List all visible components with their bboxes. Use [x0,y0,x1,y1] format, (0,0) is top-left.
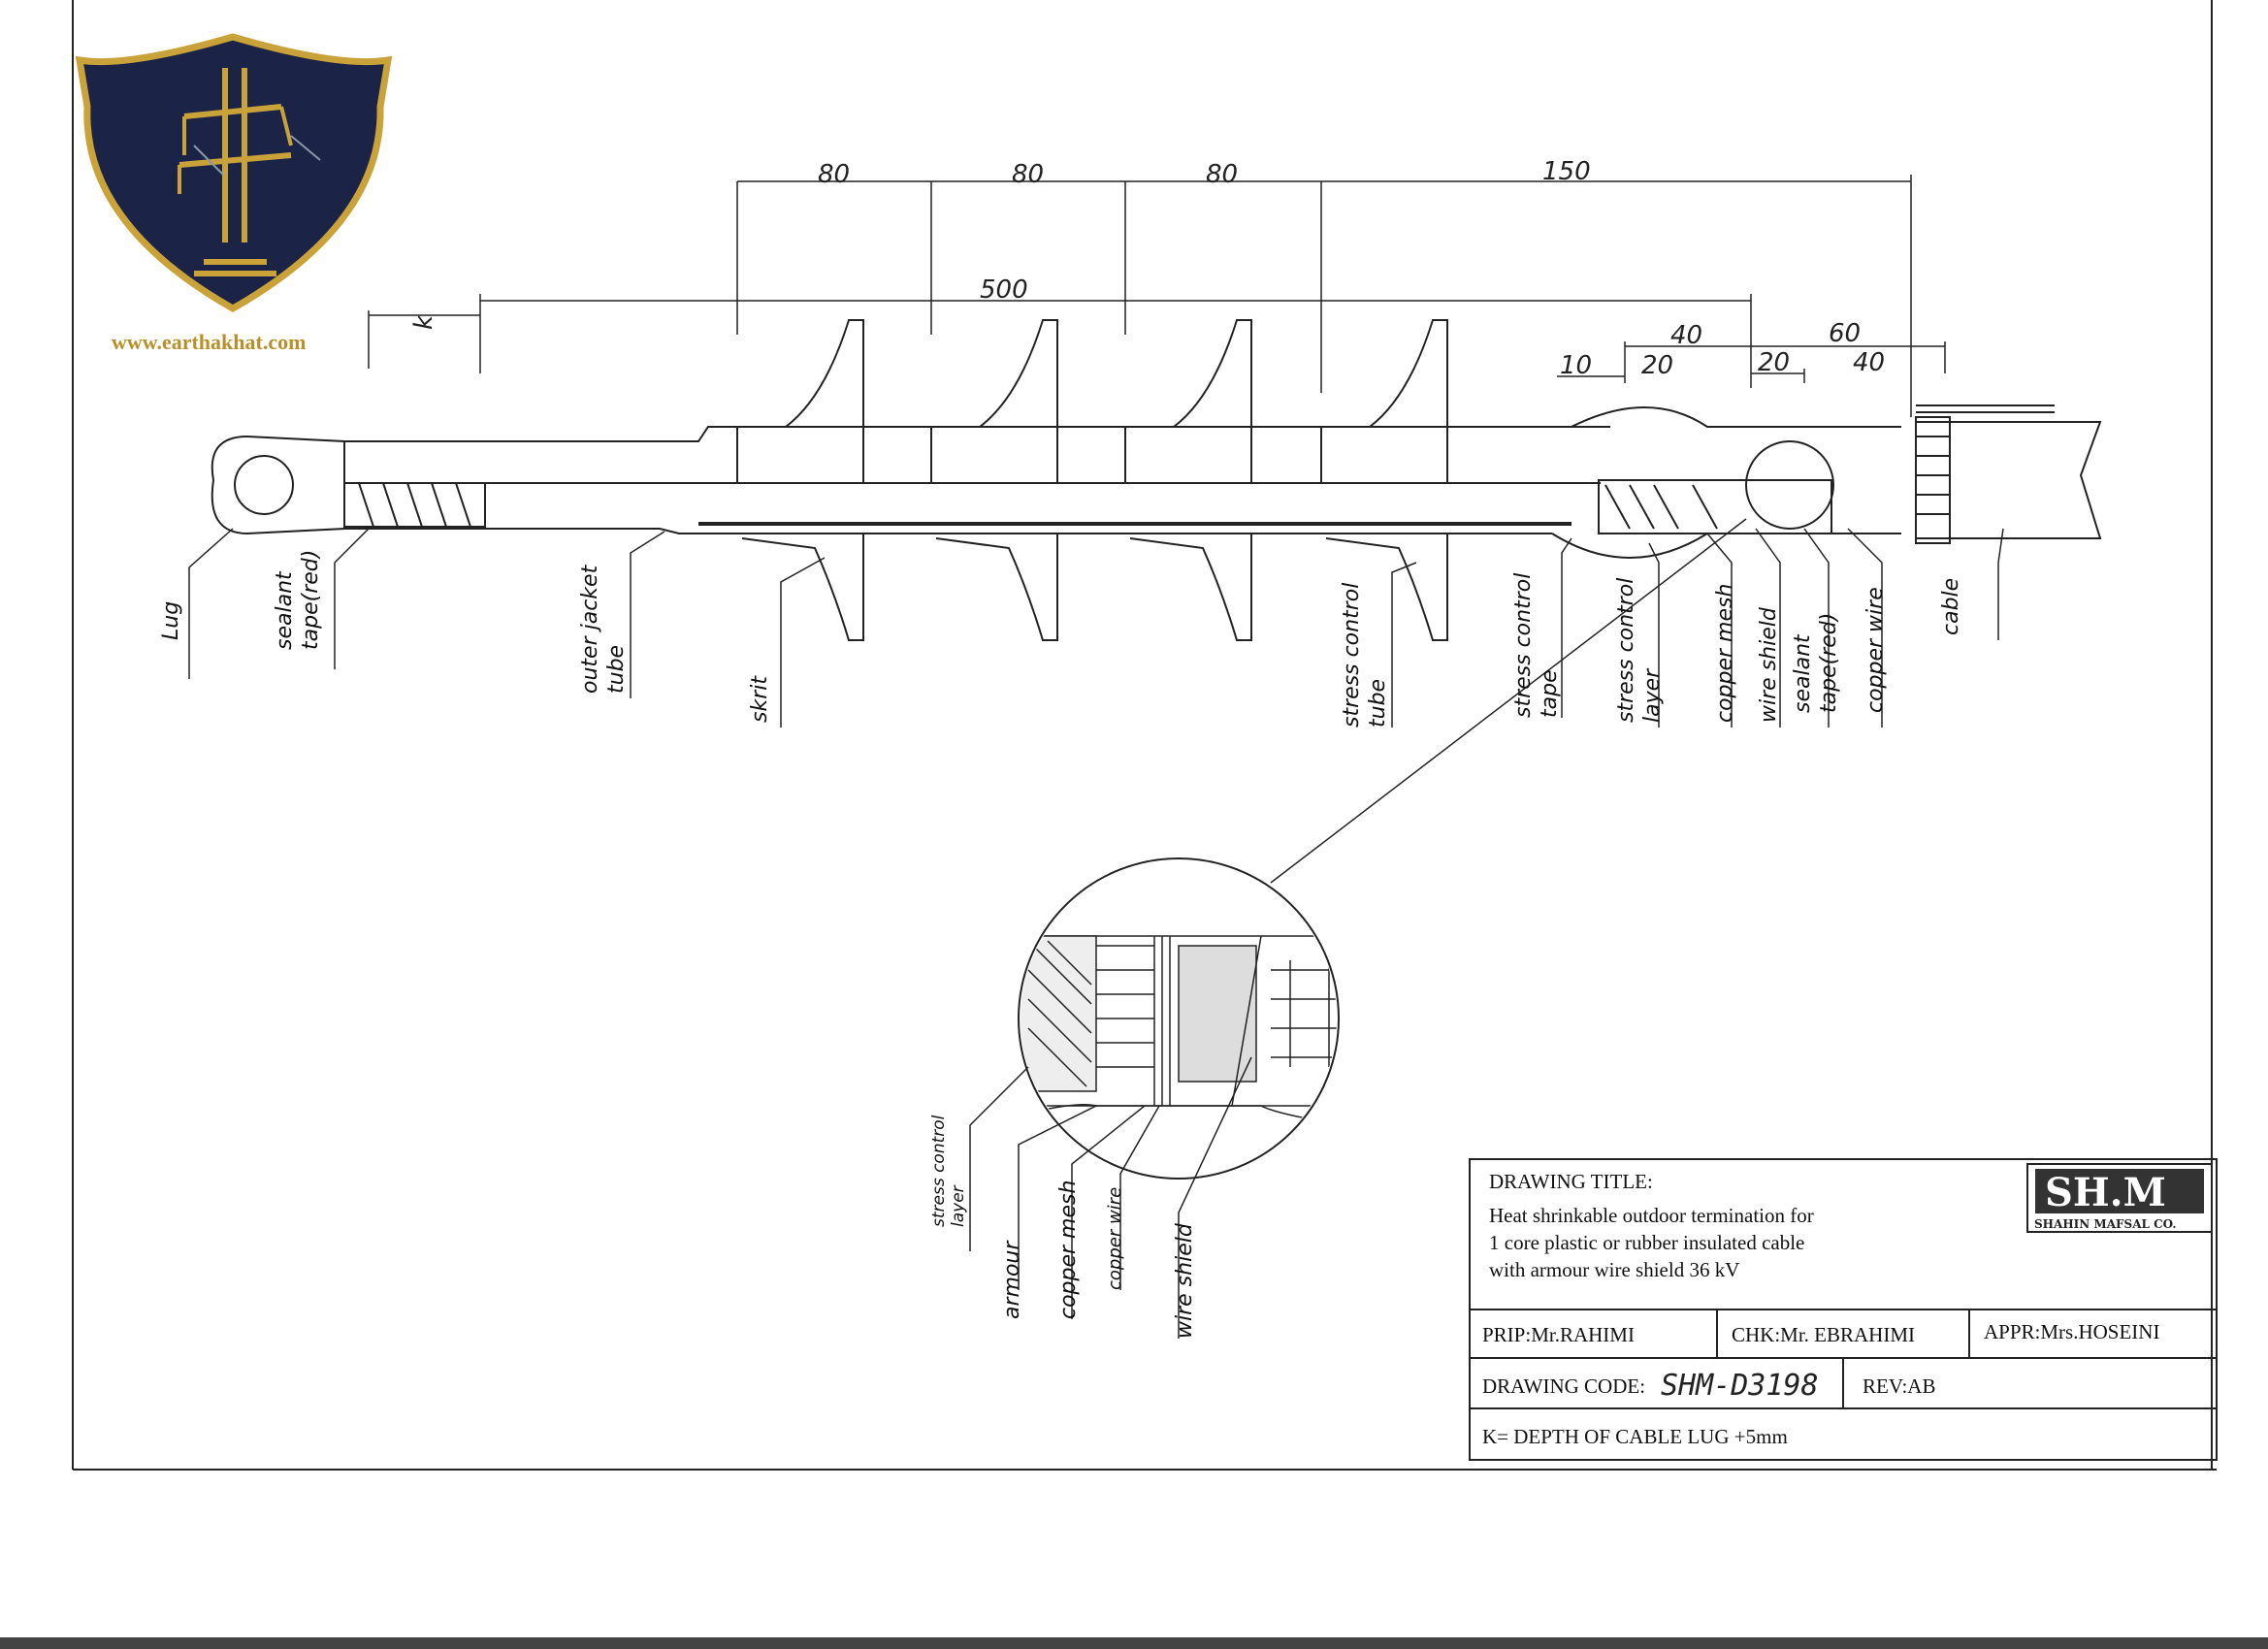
detail-label-copper-mesh: copper mesh [1056,1180,1081,1319]
dim-overall: 500 [980,275,1028,305]
title-line-3: with armour wire shield 36 kV [1489,1258,1739,1281]
rev-field: REV:AB [1863,1374,1935,1398]
label-copper-mesh: copper mesh [1713,584,1737,723]
drawing-code-value: SHM-D3198 [1661,1369,1819,1403]
dim-right-b: 60 [1829,319,1861,348]
svg-text:stress control: stress control [1340,583,1364,728]
svg-text:layer: layer [1640,667,1665,723]
svg-text:stress control: stress control [1614,578,1638,723]
svg-text:tape(red): tape(red) [1817,613,1841,713]
svg-text:tape(red): tape(red) [299,550,323,650]
detail-label-armour: armour [1000,1240,1024,1319]
dim-small-1: 10 [1560,351,1592,380]
label-outer-jacket-tube: outer jacket tube [578,564,629,694]
svg-text:SH.M: SH.M [2045,1170,2166,1215]
label-sealant-tape-left: sealant tape(red) [273,550,323,650]
title-line-1: Heat shrinkable outdoor termination for [1489,1204,1814,1227]
svg-text:layer: layer [949,1184,968,1227]
label-skrit: skrit [748,675,772,723]
dim-top-3: 80 [1206,160,1238,189]
label-sealant-tape-right: sealant tape(red) [1791,613,1841,713]
title-heading: DRAWING TITLE: [1489,1170,1653,1193]
svg-text:tube: tube [604,645,629,694]
leader-lines [188,518,2004,884]
svg-text:stress control: stress control [929,1115,949,1227]
company-logo: SH.M SHAHIN MAFSAL CO. [2026,1163,2213,1233]
dim-small-2: 20 [1641,351,1673,380]
svg-text:tube: tube [1366,679,1390,728]
dim-top-4: 150 [1542,157,1591,186]
svg-text:sealant: sealant [273,570,297,650]
svg-text:stress control: stress control [1511,573,1536,718]
svg-text:tape: tape [1538,669,1562,718]
dim-small-3: 20 [1758,348,1790,377]
dimension-lines [368,175,1946,417]
company-shield-logo [75,33,393,313]
dim-small-4: 40 [1853,348,1885,377]
label-copper-wire: copper wire [1863,587,1888,713]
svg-text:SHAHIN MAFSAL CO.: SHAHIN MAFSAL CO. [2034,1217,2177,1231]
label-lug: Lug [159,601,183,640]
detail-view [969,857,1340,1339]
prip-field: PRIP:Mr.RAHIMI [1482,1323,1635,1346]
appr-field: APPR:Mrs.HOSEINI [1984,1320,2159,1343]
title-line-2: 1 core plastic or rubber insulated cable [1489,1231,1804,1254]
svg-text:outer jacket: outer jacket [578,564,602,694]
logo-url: www.earthakhat.com [112,330,306,354]
svg-text:sealant: sealant [1791,633,1815,713]
dim-right-a: 40 [1670,321,1702,350]
label-wire-shield: wire shield [1757,606,1781,723]
dim-top-2: 80 [1012,160,1044,189]
detail-label-wire-shield: wire shield [1173,1222,1197,1339]
label-stress-control-tape: stress control tape [1511,573,1562,718]
label-stress-control-layer: stress control layer [1614,578,1665,723]
label-cable: cable [1939,578,1963,635]
dim-top-1: 80 [818,160,850,189]
k-note: K= DEPTH OF CABLE LUG +5mm [1482,1425,1788,1448]
chk-field: CHK:Mr. EBRAHIMI [1732,1323,1915,1346]
drawing-code-label: DRAWING CODE: [1482,1374,1645,1398]
detail-label-stress-control-layer: stress control layer [929,1115,968,1227]
label-stress-control-tube: stress control tube [1340,583,1390,728]
scan-edge [0,1637,2268,1649]
title-block [1469,1158,2218,1461]
termination-body [211,319,2102,641]
dim-k: k [409,314,438,330]
detail-label-copper-wire: copper wire [1105,1187,1125,1290]
